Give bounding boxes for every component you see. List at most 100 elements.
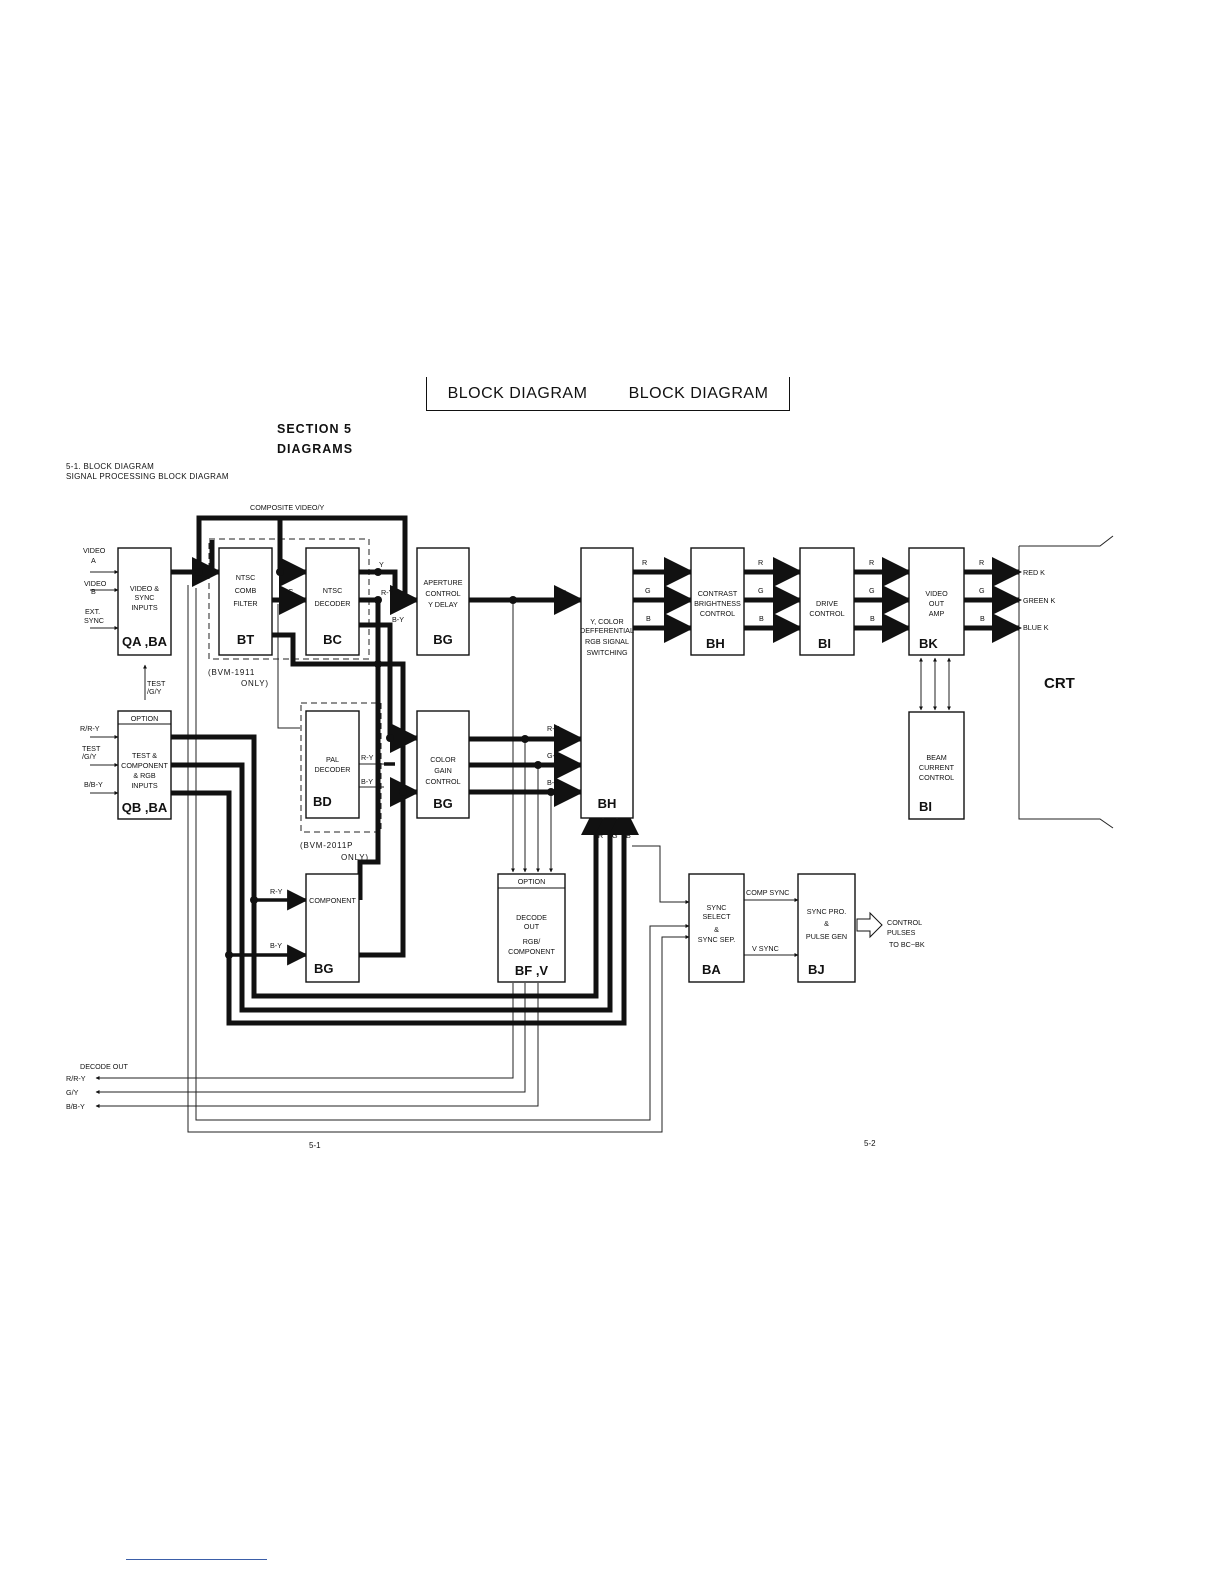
block-label: SELECT (703, 912, 732, 921)
block-label: NTSC (236, 573, 256, 582)
junction-dots (195, 568, 555, 959)
block-label: DEFFERENTIAL (580, 626, 634, 635)
option-label: OPTION (518, 877, 546, 886)
signal-ry-label: R-Y (381, 588, 394, 597)
block-id: BJ (808, 962, 825, 977)
block-label: CONTROL (919, 773, 954, 782)
block-label: SYNC (707, 903, 727, 912)
control-pulses-label: TO BC~BK (889, 940, 925, 949)
input-test-gy-label: TEST (82, 744, 101, 753)
block-label: & (714, 925, 719, 934)
block-label: APERTURE (423, 578, 462, 587)
ntsc-by-out (359, 622, 420, 753)
signal-ry-label: R-Y (270, 887, 283, 896)
output-green-label: GREEN K (1023, 596, 1056, 605)
test-gy-link-label: TEST (147, 679, 166, 688)
decode-out-by-label: B/B-Y (66, 1102, 85, 1111)
block-ntsc-comb-filter: NTSC COMB FILTER BT (218, 547, 273, 656)
block-beam-current: BEAM CURRENT CONTROL BI (908, 711, 965, 820)
block-label: RGB/ (523, 937, 541, 946)
note-bvm1911: (BVM-1911 (208, 668, 255, 677)
block-label: DECODER (315, 765, 351, 774)
section-title: DIAGRAMS (277, 442, 354, 456)
test-gy-link-label: /G/Y (147, 687, 162, 696)
signal-ry-label: R-Y (547, 724, 560, 733)
block-component: COMPONENT BG (305, 873, 360, 983)
block-label: OUT (524, 922, 540, 931)
section-number: SECTION 5 (277, 422, 352, 436)
signal-r-label: R (758, 558, 763, 567)
block-video-out-amp: VIDEO OUT AMP BK (908, 547, 965, 656)
note-bvm1911: ONLY) (241, 679, 269, 688)
block-aperture-control: APERTURE CONTROL Y DELAY BG (416, 547, 470, 656)
block-label: CONTROL (425, 777, 460, 786)
header-title-left: BLOCK DIAGRAM (447, 384, 588, 402)
decode-out-ry-line (95, 983, 514, 1080)
signal-b-label: B (759, 614, 764, 623)
decode-out-ry-label: R/R-Y (66, 1074, 86, 1083)
signal-y-label: Y (379, 560, 384, 569)
block-id: BD (313, 794, 332, 809)
block-label: VIDEO (925, 589, 948, 598)
signal-ry-label: R-Y (361, 753, 374, 762)
header-box: BLOCK DIAGRAM BLOCK DIAGRAM (426, 377, 790, 411)
block-label: GAIN (434, 766, 452, 775)
decode-out-gy-line (95, 983, 526, 1094)
block-sync-pro: SYNC PRO. & PULSE GEN BJ (797, 873, 856, 983)
component-return (359, 792, 406, 958)
block-id: BT (237, 632, 254, 647)
switching-g-input-label: G (612, 831, 618, 840)
comb-to-pal-wire (277, 604, 300, 729)
block-label: CONTROL (809, 609, 844, 618)
block-label: SWITCHING (586, 648, 628, 657)
signal-gy-label: G-Y (547, 751, 560, 760)
block-label: SYNC (135, 593, 155, 602)
test-g-bus (171, 762, 625, 1013)
block-label: NTSC (323, 586, 343, 595)
signal-g-label: G (979, 586, 985, 595)
block-drive-control: DRIVE CONTROL BI (799, 547, 855, 656)
figure-caption: SIGNAL PROCESSING BLOCK DIAGRAM (66, 472, 229, 481)
signal-b-label: B (646, 614, 651, 623)
signal-r-label: R (869, 558, 874, 567)
block-label: TEST & (132, 751, 157, 760)
control-pulses-label: PULSES (887, 928, 916, 937)
signal-by-label: B-Y (392, 615, 404, 624)
block-label: & RGB (133, 771, 156, 780)
bvm2011-option-region (300, 702, 382, 833)
block-id: BK (919, 636, 938, 651)
signal-by-label: B-Y (270, 941, 282, 950)
block-label: CONTRAST (698, 589, 738, 598)
block-id: QA ,BA (122, 634, 168, 649)
option-label: OPTION (131, 714, 159, 723)
block-id: BI (818, 636, 831, 651)
block-label: & (824, 919, 829, 928)
block-video-sync-inputs: VIDEO & SYNC INPUTS QA ,BA (117, 547, 172, 656)
decode-out-by-line (95, 983, 539, 1108)
decode-out-gy-label: G/Y (66, 1088, 79, 1097)
block-decode-out: OPTION DECODE OUT RGB/ COMPONENT BF ,V (497, 873, 566, 983)
signal-by-label: B-Y (361, 777, 373, 786)
page-number-left: 5-1 (309, 1141, 321, 1150)
control-pulses-arrow (856, 911, 883, 939)
block-label: RGB SIGNAL (585, 637, 629, 646)
signal-c-label: C (288, 587, 293, 596)
block-id: BI (919, 799, 932, 814)
block-label: AMP (929, 609, 945, 618)
v-sync-label: V SYNC (752, 944, 779, 953)
block-id: QB ,BA (122, 800, 168, 815)
signal-b-label: B (870, 614, 875, 623)
bottom-rule (126, 1559, 267, 1560)
crt-top (1019, 535, 1114, 547)
block-label: CURRENT (919, 763, 955, 772)
signal-b-label: B (980, 614, 985, 623)
block-label: DRIVE (816, 599, 838, 608)
input-r-ry-label: R/R-Y (80, 724, 100, 733)
test-b-bus (171, 790, 639, 1026)
block-label: BEAM (926, 753, 946, 762)
input-ext-sync-label: SYNC (84, 616, 104, 625)
decode-out-title: DECODE OUT (80, 1062, 129, 1071)
input-video-b-label: VIDEO (84, 579, 107, 588)
block-label: PULSE GEN (806, 932, 847, 941)
